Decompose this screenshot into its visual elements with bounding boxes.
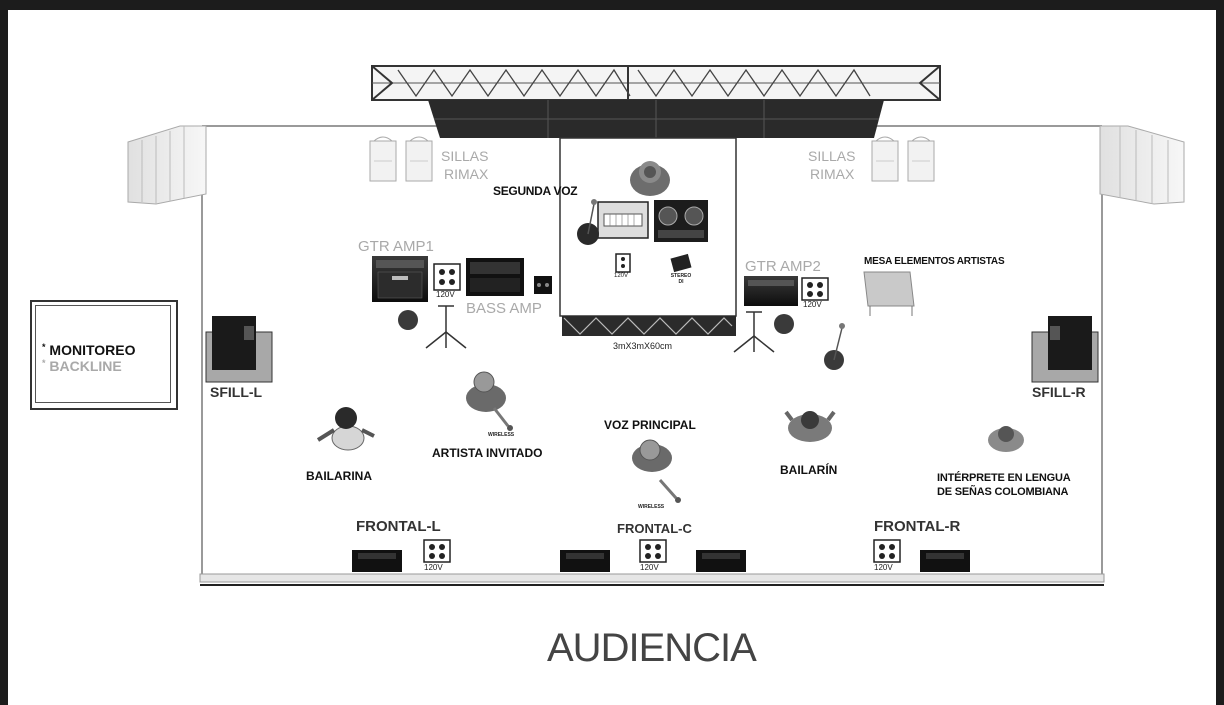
power-frontal-l — [423, 539, 451, 563]
stereo-di — [670, 253, 692, 273]
segunda-voz-label: SEGUNDA VOZ — [493, 184, 578, 198]
mic-segunda-voz — [577, 199, 599, 245]
legend-backline: * BACKLINE — [42, 358, 122, 374]
bass-amp-label: BASS AMP — [466, 300, 542, 317]
artista-invitado-figure — [466, 371, 513, 431]
bass-amp-graphic — [466, 258, 524, 296]
power-amp2 — [801, 277, 829, 301]
frontal-r-monitor — [920, 550, 970, 572]
v120-frontal-r: 120V — [874, 563, 893, 572]
v120-amp1: 120V — [436, 290, 455, 299]
stage-graphics — [127, 65, 1185, 586]
sillas-left-label-1: SILLAS — [441, 148, 489, 164]
frontal-l-monitor — [352, 550, 402, 572]
stage-wing-left — [127, 125, 207, 205]
audiencia-label: AUDIENCIA — [547, 626, 757, 670]
legend-box: * MONITOREO * BACKLINE — [30, 300, 178, 410]
tripod-stand-left — [425, 305, 467, 349]
sfill-l-graphic — [205, 316, 273, 383]
truss — [371, 65, 941, 138]
frontal-c-monitor-right — [696, 550, 746, 572]
v120-amp2: 120V — [803, 300, 822, 309]
power-riser — [615, 253, 631, 273]
bailarin-figure — [784, 410, 836, 442]
artista-invitado-label: ARTISTA INVITADO — [432, 446, 543, 460]
frontal-c-monitor-left — [560, 550, 610, 572]
riser-size-label: 3mX3mX60cm — [613, 341, 673, 351]
frontal-l-label: FRONTAL-L — [356, 518, 441, 535]
sillas-right-label-2: RIMAX — [810, 166, 855, 182]
interprete-label-1: INTÉRPRETE EN LENGUA — [937, 472, 1071, 484]
power-amp1 — [433, 263, 461, 291]
mesa-label: MESA ELEMENTOS ARTISTAS — [864, 256, 1005, 267]
v120-frontal-c: 120V — [640, 563, 659, 572]
voz-principal-label: VOZ PRINCIPAL — [604, 418, 696, 432]
mesa-elementos-graphic — [863, 271, 915, 316]
bailarina-figure — [316, 407, 375, 451]
sillas-right-label-1: SILLAS — [808, 148, 856, 164]
interprete-label-2: DE SEÑAS COLOMBIANA — [937, 486, 1069, 498]
chairs-right — [871, 136, 935, 182]
stage-plot: * MONITOREO * BACKLINE SILLAS RIMAX SILL… — [8, 10, 1216, 705]
mic-right — [824, 323, 845, 370]
dj-controller — [654, 200, 708, 242]
v120-frontal-l: 120V — [424, 563, 443, 572]
frontal-c-label: FRONTAL-C — [617, 521, 692, 536]
voz-principal-figure — [632, 439, 681, 503]
gtr-amp1-graphic — [372, 256, 428, 302]
sfill-l-label: SFILL-L — [210, 384, 263, 400]
power-frontal-c — [639, 539, 667, 563]
keyboard — [597, 201, 649, 239]
gtr-amp2-graphic — [744, 276, 798, 306]
power-frontal-r — [873, 539, 901, 563]
legend-backline-text: BACKLINE — [49, 358, 122, 374]
stereo-di-label: STEREO DI — [670, 273, 692, 285]
stage-wing-right — [1099, 125, 1185, 205]
legend-bullet: * — [42, 342, 46, 352]
legend-bullet-2: * — [42, 358, 46, 368]
mic-amp2 — [774, 314, 794, 334]
mic-amp1 — [398, 310, 418, 330]
wireless-voz: WIRELESS — [638, 504, 665, 510]
v120-riser: 120V — [614, 273, 629, 279]
chairs-left — [369, 136, 433, 182]
legend-monitoreo: * MONITOREO — [42, 342, 135, 358]
sfill-r-label: SFILL-R — [1032, 384, 1086, 400]
tripod-stand-right — [733, 311, 775, 353]
dj-person — [630, 161, 670, 196]
bailarina-label: BAILARINA — [306, 469, 372, 483]
pedal-box — [534, 276, 552, 294]
legend-monitoreo-text: MONITOREO — [49, 342, 136, 358]
sfill-r-graphic — [1031, 316, 1099, 383]
gtr-amp1-label: GTR AMP1 — [358, 238, 434, 255]
gtr-amp2-label: GTR AMP2 — [745, 258, 821, 275]
interprete-figure — [988, 426, 1024, 452]
frontal-r-label: FRONTAL-R — [874, 518, 961, 535]
bailarin-label: BAILARÍN — [780, 463, 838, 477]
wireless-artista: WIRELESS — [488, 432, 515, 438]
sillas-left-label-2: RIMAX — [444, 166, 489, 182]
